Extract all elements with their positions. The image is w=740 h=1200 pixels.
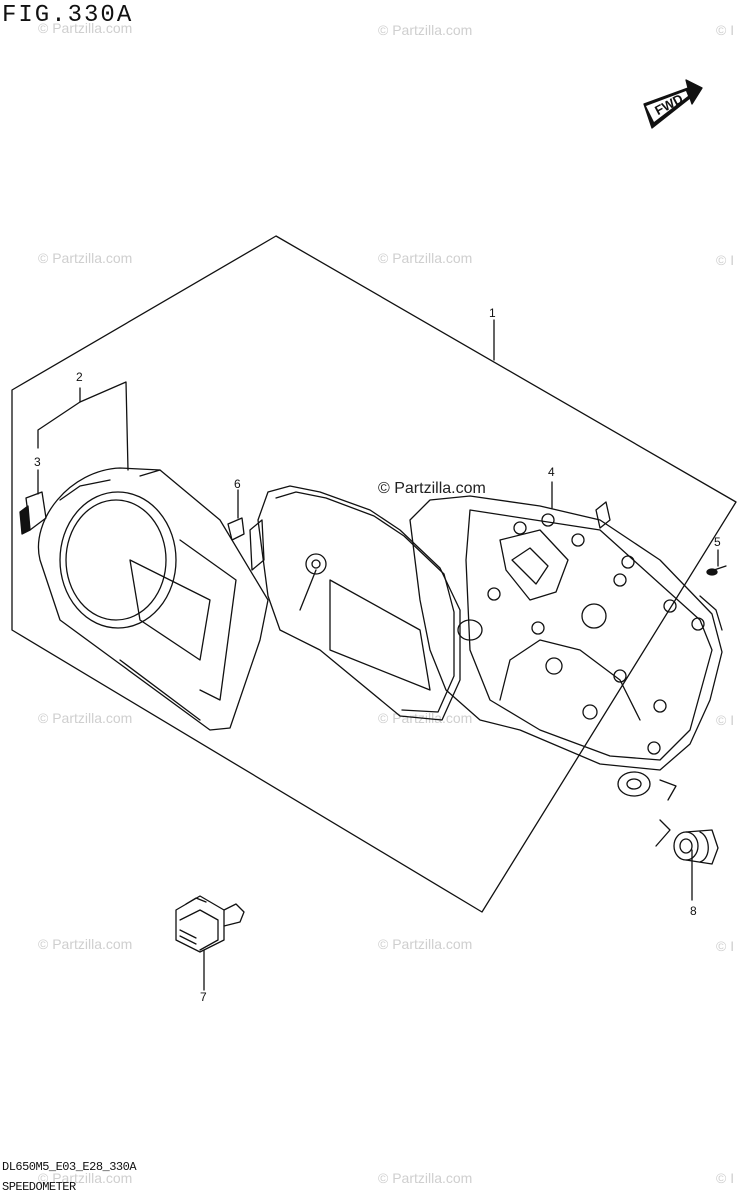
watermark: © I [716, 712, 735, 728]
watermark: © I [716, 252, 735, 268]
watermark: © Partzilla.com [38, 710, 133, 726]
watermark: © Partzilla.com [378, 1170, 473, 1186]
callout-3: 3 [34, 455, 41, 469]
dial-board [249, 485, 461, 721]
assembly-boundary [11, 235, 737, 913]
watermark-center: © Partzilla.com [378, 480, 486, 497]
part-7-connector [175, 895, 245, 953]
part-5-screw [706, 565, 727, 576]
watermark: © Partzilla.com [378, 936, 473, 952]
watermark: © I [716, 938, 735, 954]
callout-5: 5 [714, 535, 721, 549]
callout-6: 6 [234, 477, 241, 491]
watermark: © I [716, 22, 735, 38]
fwd-arrow-badge [643, 79, 703, 129]
part-8-grommet [673, 829, 719, 865]
callout-1: 1 [489, 306, 496, 320]
figure-name: SPEEDOMETER [2, 1180, 76, 1194]
watermark: © I [716, 1170, 735, 1186]
callout-4: 4 [548, 465, 555, 479]
callout-8: 8 [690, 904, 697, 918]
figure-code: DL650M5_E03_E28_330A [2, 1160, 137, 1174]
watermark: © Partzilla.com [378, 22, 473, 38]
watermark: © Partzilla.com [378, 250, 473, 266]
part-2-meter-cover [37, 467, 269, 731]
leader-lines [37, 319, 723, 991]
watermark: © Partzilla.com [38, 1170, 133, 1186]
figure-title: FIG.330A [2, 2, 134, 29]
part-4-rear-housing [409, 495, 723, 797]
watermark: © Partzilla.com [38, 20, 133, 36]
watermark: © Partzilla.com [38, 936, 133, 952]
callout-2: 2 [76, 370, 83, 384]
part-6-clip [227, 517, 245, 541]
callout-7: 7 [200, 990, 207, 1004]
watermark: © Partzilla.com [38, 250, 133, 266]
